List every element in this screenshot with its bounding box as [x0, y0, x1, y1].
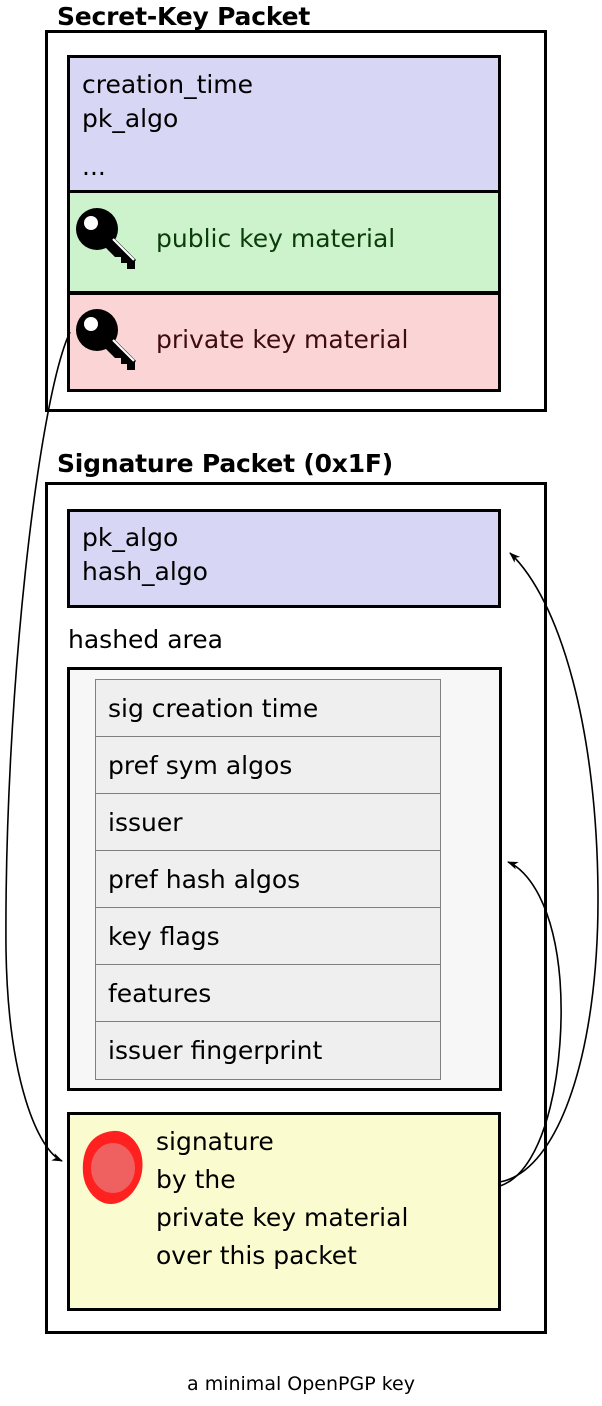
- key-icon: [76, 309, 137, 370]
- key-icon: [76, 208, 137, 269]
- signature-algo-box: [67, 509, 501, 608]
- seal-icon: [82, 1130, 143, 1204]
- signature-algo-text: pk_algo hash_algo: [82, 523, 208, 586]
- list-item: features: [96, 965, 440, 1022]
- list-item: pref hash algos: [96, 851, 440, 908]
- hashed-area-label: hashed area: [68, 625, 223, 654]
- private-key-material-label: private key material: [156, 325, 409, 354]
- secret-key-metadata-ellipsis: ...: [82, 152, 106, 181]
- signature-block-box: [67, 1112, 501, 1311]
- list-item: sig creation time: [96, 680, 440, 737]
- secret-key-packet-title: Secret-Key Packet: [57, 2, 311, 31]
- list-item: pref sym algos: [96, 737, 440, 794]
- public-key-material-label: public key material: [156, 224, 396, 253]
- list-item: key flags: [96, 908, 440, 965]
- list-item: issuer: [96, 794, 440, 851]
- hashed-subpacket-list: sig creation time pref sym algos issuer …: [95, 679, 441, 1080]
- signature-block-text: signature by the private key material ov…: [156, 1127, 409, 1270]
- secret-key-metadata-text: creation_time pk_algo: [82, 70, 254, 133]
- figure-caption: a minimal OpenPGP key: [187, 1373, 415, 1395]
- list-item: issuer fingerprint: [96, 1022, 440, 1079]
- secret-key-metadata-box: [67, 55, 501, 193]
- private-key-material-box: [67, 292, 501, 392]
- signature-packet-title: Signature Packet (0x1F): [57, 449, 394, 478]
